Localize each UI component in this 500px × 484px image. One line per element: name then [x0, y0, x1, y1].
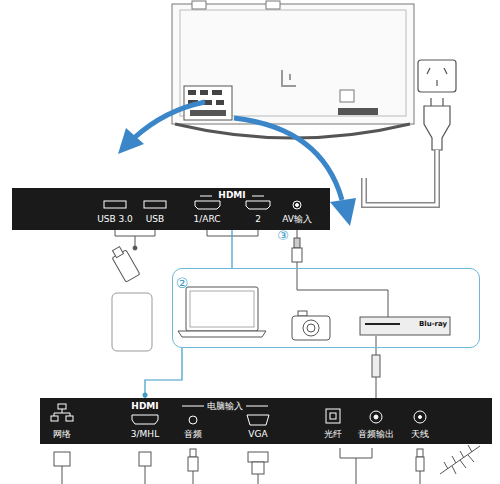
port-label: 网络	[53, 429, 71, 440]
port-label: 电脑输入	[207, 401, 243, 412]
callout-number: ③	[277, 228, 289, 243]
port-panels	[12, 188, 492, 444]
port-label: 音频	[184, 429, 202, 440]
callout-number: ②	[176, 275, 189, 291]
port-label: USB	[146, 214, 164, 225]
port-label: USB 3.0	[97, 214, 133, 225]
leader-lines	[115, 230, 388, 398]
connector	[143, 348, 183, 398]
brand-text: Blu-ray	[419, 320, 447, 329]
top-ports	[104, 196, 301, 209]
source-devices	[178, 238, 450, 377]
port-panel: 网络 HDMI 3/MHL 电脑输入音频 VGA 光纤 音频输出 天线	[40, 398, 492, 444]
port-label: AV输入	[282, 214, 312, 225]
port-label: HDMI	[131, 401, 158, 412]
usb-devices	[112, 246, 152, 351]
port-label: 1/ARC	[193, 214, 220, 225]
port-label: 3/MHL	[131, 429, 159, 440]
port-label: VGA	[248, 429, 267, 440]
tv-back	[172, 1, 414, 138]
port-label: 音频输出	[358, 429, 394, 440]
port-panel: USB 3.0 USB HDMI 1/ARC 2 AV输入	[12, 188, 330, 230]
device-group: ②	[172, 268, 480, 348]
port-label: 2	[255, 214, 261, 225]
port-label: HDMI	[218, 190, 245, 201]
port-label: 天线	[411, 429, 429, 440]
port-label: 光纤	[324, 429, 342, 440]
cable-plugs	[54, 445, 480, 484]
connector	[232, 230, 233, 268]
power-plug	[364, 60, 456, 205]
